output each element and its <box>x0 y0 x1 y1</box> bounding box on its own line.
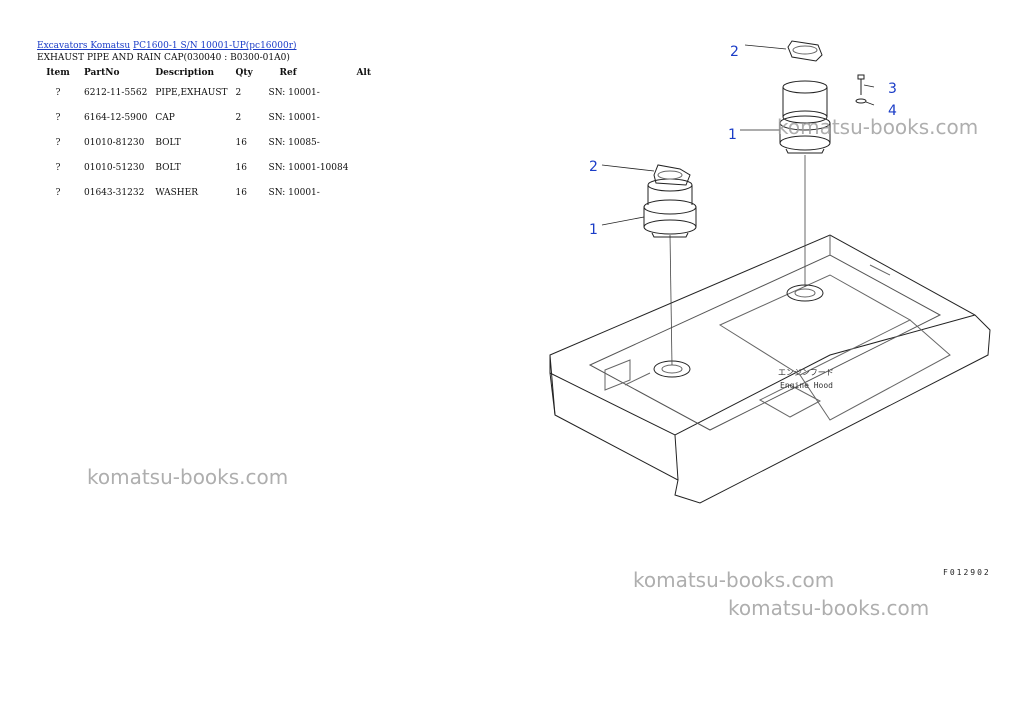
watermark-bottom-1: komatsu-books.com <box>633 568 835 592</box>
cell-description: CAP <box>155 112 175 123</box>
table-row: ? 01010-81230 BOLT 16 SN: 10085- <box>36 130 390 155</box>
cell-partno: 01010-81230 <box>84 137 145 148</box>
cell-qty: 2 <box>235 112 242 123</box>
parts-table: Item PartNo Description Qty Ref Alt ? 62… <box>36 66 390 205</box>
column-header-description: Description <box>155 68 214 78</box>
column-header-qty: Qty <box>235 68 253 78</box>
cell-qty: 2 <box>235 87 242 98</box>
cell-ref: SN: 10085- <box>268 137 320 148</box>
cell-item: ? <box>55 137 61 148</box>
exhaust-pipe-right <box>779 80 831 154</box>
breadcrumb-link-excavators[interactable]: Excavators Komatsu <box>37 41 131 51</box>
hood-label-jp: エンジンフード <box>778 368 834 377</box>
callout-1-left: 1 <box>589 222 598 238</box>
exhaust-pipe-left <box>643 178 697 238</box>
cell-description: BOLT <box>155 162 181 173</box>
table-row: ? 6212-11-5562 PIPE,EXHAUST 2 SN: 10001- <box>36 80 390 105</box>
cell-alt <box>352 155 390 180</box>
cell-ref: SN: 10001- <box>268 112 320 123</box>
cell-item: ? <box>55 162 61 173</box>
callout-2-right: 2 <box>730 44 739 60</box>
table-row: ? 01010-51230 BOLT 16 SN: 10001-10084 <box>36 155 390 180</box>
centerline-left <box>669 234 673 366</box>
figure-number: F012902 <box>943 568 991 577</box>
rain-cap-right <box>787 40 823 62</box>
table-row: ? 6164-12-5900 CAP 2 SN: 10001- <box>36 105 390 130</box>
cell-partno: 6212-11-5562 <box>84 87 148 98</box>
callout-1-right: 1 <box>728 127 737 143</box>
table-row: ? 01643-31232 WASHER 16 SN: 10001- <box>36 180 390 205</box>
cell-alt <box>352 105 390 130</box>
breadcrumb-link-model[interactable]: PC1600-1 S/N 10001-UP(pc16000r) <box>133 41 297 51</box>
watermark-top: komatsu-books.com <box>777 115 979 139</box>
column-header-item: Item <box>46 68 70 78</box>
page-title: EXHAUST PIPE AND RAIN CAP(030040 : B0300… <box>37 53 290 63</box>
cell-description: WASHER <box>155 187 199 198</box>
cell-qty: 16 <box>235 162 247 173</box>
cell-item: ? <box>55 187 61 198</box>
cell-description: BOLT <box>155 137 181 148</box>
breadcrumb: Excavators Komatsu PC1600-1 S/N 10001-UP… <box>37 40 297 52</box>
cell-item: ? <box>55 112 61 123</box>
table-header-row: Item PartNo Description Qty Ref Alt <box>36 66 390 80</box>
callout-2-left: 2 <box>589 159 598 175</box>
cell-partno: 01010-51230 <box>84 162 145 173</box>
callout-3: 3 <box>888 81 897 97</box>
column-header-alt: Alt <box>356 68 372 78</box>
parts-diagram: エンジンフード Engine Hood <box>549 40 991 577</box>
cell-alt <box>352 130 390 155</box>
cell-ref: SN: 10001- <box>268 187 320 198</box>
rain-cap-left <box>653 164 691 186</box>
cell-qty: 16 <box>235 187 247 198</box>
cell-ref: SN: 10001-10084 <box>268 162 349 173</box>
cell-alt <box>352 80 390 105</box>
watermark-left: komatsu-books.com <box>87 465 289 489</box>
bolt-washer-drawing <box>855 74 867 104</box>
column-header-ref: Ref <box>279 68 297 78</box>
cell-alt <box>352 180 390 205</box>
callout-4: 4 <box>888 103 897 119</box>
hood-label-en: Engine Hood <box>780 381 833 390</box>
engine-frame-drawing: エンジンフード Engine Hood <box>549 234 991 504</box>
page-header: Excavators Komatsu PC1600-1 S/N 10001-UP… <box>37 40 297 64</box>
cell-item: ? <box>55 87 61 98</box>
cell-description: PIPE,EXHAUST <box>155 87 228 98</box>
cell-ref: SN: 10001- <box>268 87 320 98</box>
cell-partno: 6164-12-5900 <box>84 112 148 123</box>
cell-qty: 16 <box>235 137 247 148</box>
cell-partno: 01643-31232 <box>84 187 145 198</box>
leader-lines <box>601 44 875 226</box>
watermark-bottom-2: komatsu-books.com <box>728 596 930 620</box>
column-header-partno: PartNo <box>84 68 120 78</box>
